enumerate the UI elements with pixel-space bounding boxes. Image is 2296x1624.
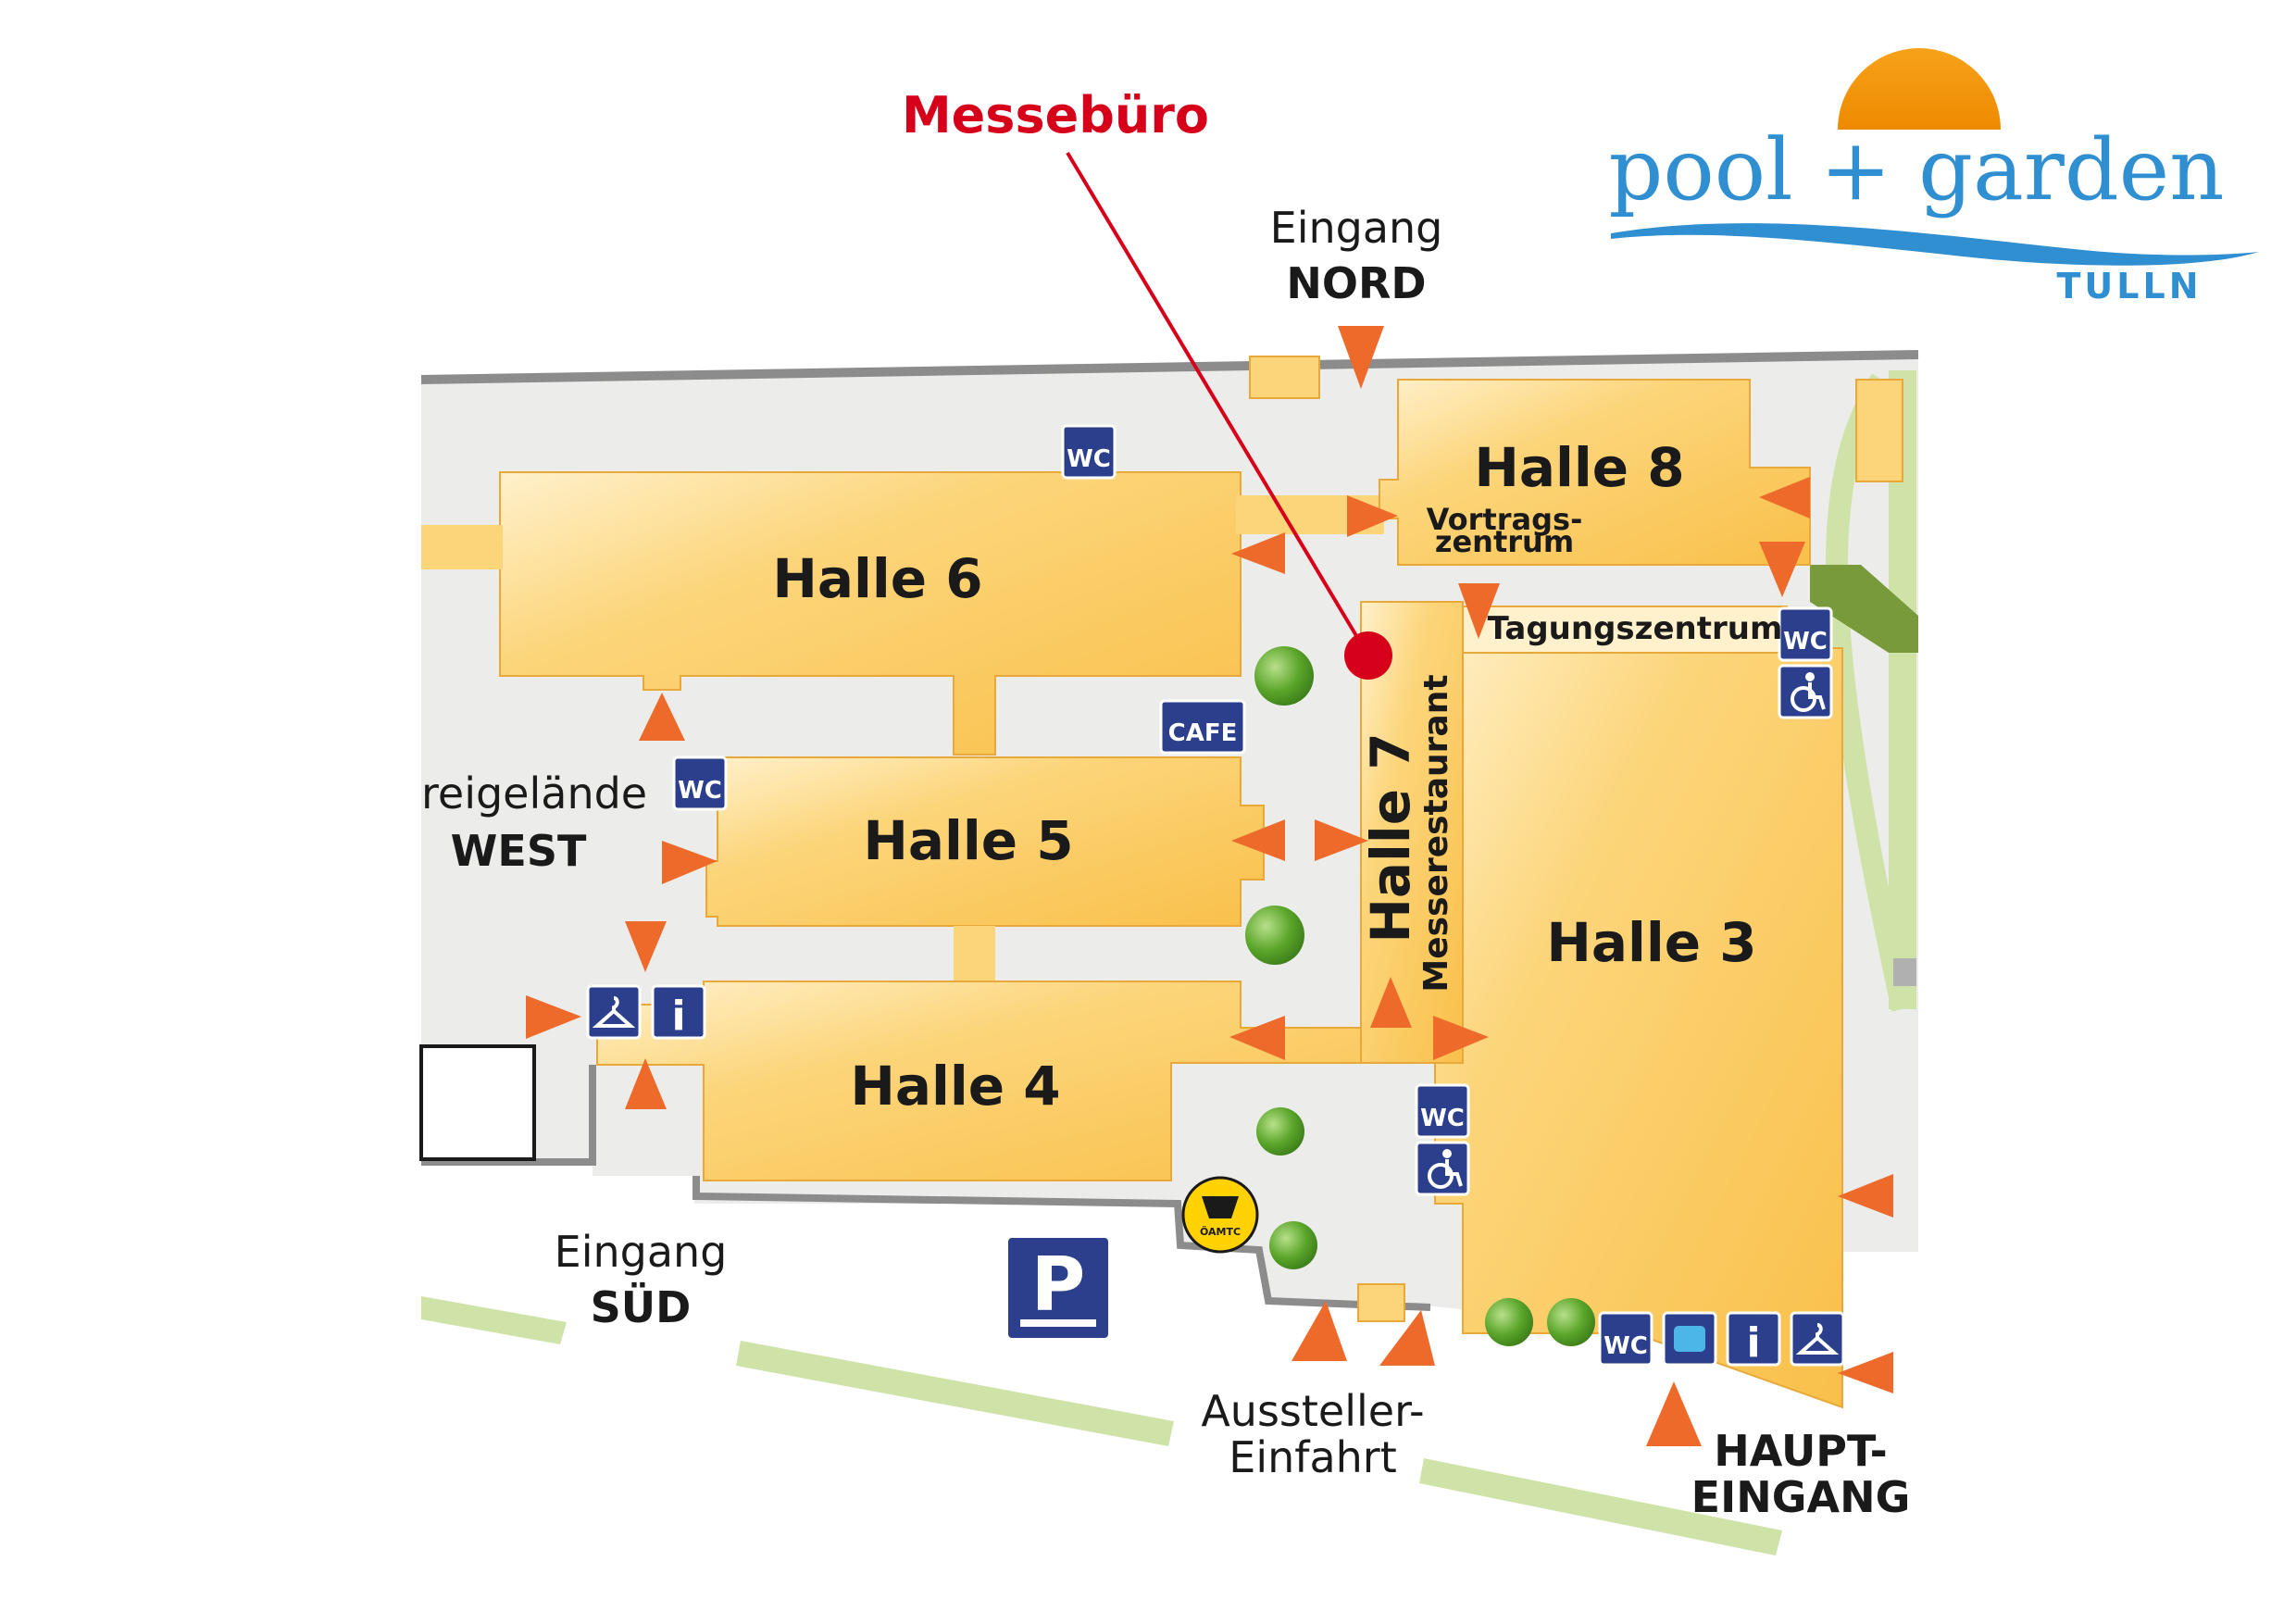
arrow-icon [662, 841, 718, 884]
info-icon[interactable]: i [651, 984, 706, 1040]
tree [1254, 646, 1314, 706]
road-strips [421, 1296, 1782, 1555]
hall-5-label: Halle 5 [863, 809, 1073, 872]
arrow-icon [1347, 495, 1398, 537]
map-icons: WC WC WC WC WC [586, 424, 1845, 1367]
parking-icon[interactable]: P [1004, 1234, 1112, 1342]
cloakroom-icon[interactable] [1790, 1311, 1845, 1367]
sued-label-2: SÜD [591, 1282, 692, 1332]
nord-label-2: NORD [1286, 258, 1426, 308]
tagung-label: Tagungszentrum [1488, 610, 1783, 647]
vortrag-label-2: zentrum [1435, 524, 1574, 559]
arrow-icon [1759, 477, 1810, 518]
halls [421, 356, 1903, 1409]
nord-label-1: Eingang [1270, 203, 1443, 253]
svg-text:CAFE: CAFE [1168, 719, 1238, 747]
sun-icon [1838, 48, 2001, 130]
entrance-arrows [526, 326, 1893, 1446]
hall-3-label: Halle 3 [1546, 911, 1756, 974]
aussteller-label-1: Aussteller- [1201, 1386, 1424, 1436]
arrow-icon [625, 1058, 667, 1109]
arrow-icon [1231, 532, 1285, 574]
arrow-icon [1338, 326, 1384, 389]
svg-text:ÖAMTC: ÖAMTC [1200, 1225, 1241, 1238]
haupt-label-1: HAUPT- [1714, 1426, 1887, 1476]
wc-icon[interactable]: WC [1061, 424, 1117, 480]
svg-text:P: P [1031, 1242, 1086, 1328]
info-icon[interactable]: i [1726, 1311, 1781, 1367]
wheelchair-icon[interactable] [1415, 1141, 1470, 1196]
ticket-icon[interactable] [1662, 1311, 1717, 1367]
wc-icon[interactable]: WC [1415, 1083, 1470, 1139]
west-label-1: reigelände [421, 768, 647, 818]
arrow-icon [1646, 1381, 1702, 1446]
svg-text:WC: WC [1420, 1105, 1465, 1132]
hall-labels: Halle 6 Halle 8 Halle 5 Halle 4 Halle 3 … [772, 436, 1782, 1118]
arrow-icon [625, 921, 667, 972]
arrow-icon [1838, 1174, 1893, 1218]
trees [1245, 646, 1595, 1346]
vortrag-label-1: Vortrags- [1427, 502, 1583, 537]
tree [1256, 1107, 1304, 1156]
logo-city: TULLN [2056, 266, 2202, 306]
restaurant-label: Messerestaurant [1417, 674, 1455, 992]
arrow-icon [639, 693, 685, 741]
arrow-icon [1315, 819, 1368, 861]
hall-3-shape[interactable] [1434, 606, 1843, 1409]
entrance-labels: Eingang NORD reigelände WEST Eingang SÜD… [421, 203, 1910, 1522]
arrow-icon [1379, 1310, 1435, 1366]
hall-4-label: Halle 4 [850, 1055, 1060, 1118]
svg-text:WC: WC [678, 777, 722, 805]
arrow-icon [1838, 1352, 1893, 1393]
svg-text:i: i [1746, 1319, 1760, 1367]
office-label: Messebüro [902, 86, 1209, 144]
wc-icon[interactable]: WC [1598, 1311, 1653, 1367]
arrow-icon [1292, 1301, 1347, 1361]
office-marker[interactable]: Messebüro [902, 86, 1392, 680]
arrow-icon [1759, 542, 1805, 597]
wc-icon[interactable]: WC [1778, 606, 1833, 662]
sued-label-1: Eingang [555, 1227, 728, 1277]
logo-text: pool + garden [1609, 120, 2225, 219]
hall-8-shape[interactable] [1379, 379, 1811, 566]
svg-text:WC: WC [1603, 1332, 1648, 1360]
wave-icon [1611, 223, 2259, 266]
arrow-icon [1458, 583, 1500, 639]
hall-8-label: Halle 8 [1474, 436, 1684, 499]
aussteller-label-2: Einfahrt [1229, 1432, 1396, 1482]
tree [1485, 1298, 1533, 1346]
wc-icon[interactable]: WC [672, 756, 728, 811]
west-label-2: WEST [451, 826, 587, 876]
svg-text:WC: WC [1067, 445, 1111, 473]
haupt-label-2: EINGANG [1691, 1472, 1911, 1522]
pool-garden-logo: pool + garden TULLN [1609, 48, 2259, 306]
hall-6-label: Halle 6 [772, 547, 982, 610]
arrow-icon [1433, 1016, 1489, 1060]
wheelchair-icon[interactable] [1778, 664, 1833, 719]
oeamtc-icon: ÖAMTC [1181, 1176, 1259, 1254]
cafe-icon[interactable]: CAFE [1159, 699, 1246, 755]
tree [1547, 1298, 1595, 1346]
cloakroom-icon[interactable] [586, 984, 642, 1040]
tree [1269, 1221, 1317, 1269]
svg-text:i: i [671, 993, 685, 1040]
arrow-icon [1229, 1016, 1285, 1060]
svg-text:WC: WC [1783, 628, 1828, 656]
hall-7-label: Halle 7 [1359, 732, 1422, 943]
arrow-icon [526, 995, 581, 1039]
hall-6-shape[interactable] [499, 471, 1242, 756]
arrow-icon [1231, 819, 1285, 861]
arrow-icon [1370, 977, 1412, 1028]
tree [1245, 906, 1304, 965]
